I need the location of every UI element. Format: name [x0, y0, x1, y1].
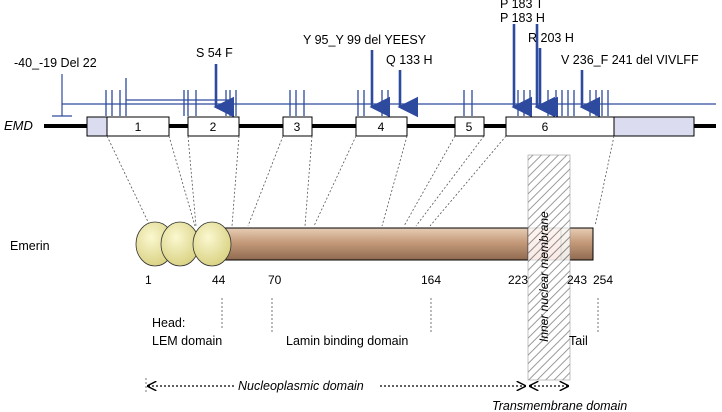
- mutation-label-q133h: Q 133 H: [386, 53, 433, 67]
- head-globule-3: [192, 221, 232, 267]
- exon-label-1: 1: [135, 120, 142, 134]
- membrane-label: Inner nuclear membrane: [537, 211, 551, 342]
- exon-boxes: [106, 116, 615, 137]
- lem-domain-globules: [135, 221, 232, 267]
- position-223: 223: [508, 273, 528, 287]
- lem-domain-label: LEM domain: [152, 334, 222, 348]
- mutation-ticks: [105, 78, 609, 116]
- exon-label-5: 5: [466, 120, 473, 134]
- protein-label: Emerin: [10, 239, 50, 253]
- position-243: 243: [567, 273, 587, 287]
- residue-positions: 1 44 70 164 223 243 254: [145, 273, 613, 287]
- exon-label-6: 6: [542, 120, 549, 134]
- lamin-binding-domain-label: Lamin binding domain: [286, 334, 408, 348]
- nucleoplasmic-domain-label: Nucleoplasmic domain: [238, 379, 364, 393]
- position-254: 254: [593, 273, 613, 287]
- exon-label-3: 3: [294, 120, 301, 134]
- gene-label: EMD: [4, 118, 33, 133]
- domain-boundary-lines: [221, 298, 599, 332]
- position-1: 1: [145, 273, 152, 287]
- exon-5: [454, 116, 485, 137]
- mutation-label-s54f: S 54 F: [196, 46, 233, 60]
- mutation-label-r203h: R 203 H: [528, 31, 574, 45]
- tail-domain-label: Tail: [569, 334, 588, 348]
- exon-label-2: 2: [210, 120, 217, 134]
- utr-3prime: [613, 116, 695, 137]
- exon-4: [355, 116, 408, 137]
- position-44: 44: [212, 273, 226, 287]
- mutation-label-y95: Y 95_Y 99 del YEESY: [303, 33, 427, 47]
- utr-5prime: [86, 116, 108, 137]
- mutation-label-p183h: P 183 H: [500, 11, 545, 25]
- exon-2: [187, 116, 240, 137]
- head-domain-label: Head:: [152, 316, 185, 330]
- mutation-label-del22: -40_-19 Del 22: [14, 56, 97, 70]
- position-164: 164: [421, 273, 441, 287]
- inner-nuclear-membrane: [527, 154, 571, 381]
- exon-1: [106, 116, 170, 137]
- transmembrane-domain-label: Transmembrane domain: [492, 399, 627, 412]
- nucleoplasmic-label-bg: [234, 377, 380, 393]
- exon-6: [505, 116, 615, 137]
- exon-3: [282, 116, 313, 137]
- exon-label-4: 4: [378, 120, 385, 134]
- mutation-label-v236: V 236_F 241 del VIVLFF: [561, 53, 699, 67]
- mutation-arrows: [213, 24, 601, 118]
- exon-protein-mapping-lines: [106, 135, 615, 227]
- mutation-label-p183t: P 183 T: [500, 0, 544, 11]
- position-70: 70: [268, 273, 282, 287]
- exon-labels: 1 2 3 4 5 6: [135, 120, 549, 134]
- lamin-binding-rod: [217, 227, 529, 261]
